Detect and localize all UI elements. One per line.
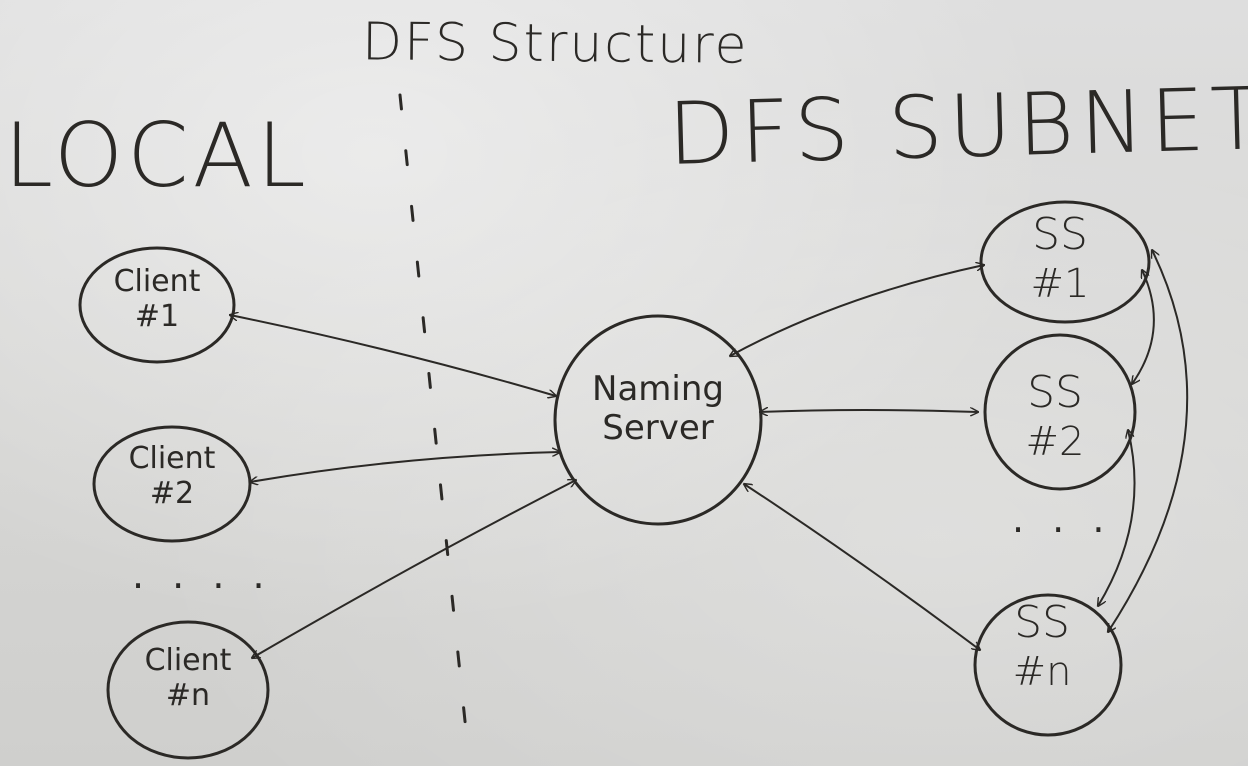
ss-1-label: SS #1 xyxy=(1000,209,1120,307)
naming-server-label: Naming Server xyxy=(568,369,748,449)
client-n-number: #n xyxy=(165,677,211,713)
arrow-naming-server-ss2 xyxy=(760,410,978,412)
arrow-client2-naming-server xyxy=(250,452,560,482)
client-n-node xyxy=(106,620,270,760)
ss-n-node xyxy=(973,593,1123,737)
ss-2-name: SS xyxy=(1027,367,1083,418)
arrow-clientn-naming-server xyxy=(252,480,576,658)
ss-1-number: #1 xyxy=(1030,260,1090,307)
ss-n-name: SS xyxy=(1014,597,1070,648)
client-n-label: Client #n xyxy=(128,643,248,713)
ss-2-number: #2 xyxy=(1025,418,1085,465)
client-2-number: #2 xyxy=(149,475,195,511)
local-region-label: LOCAL xyxy=(4,104,310,207)
naming-server-line2: Server xyxy=(602,408,714,449)
ss-1-name: SS xyxy=(1032,209,1088,260)
local-dfs-boundary xyxy=(398,93,470,752)
ss-n-number: #n xyxy=(1012,648,1072,695)
more-storage-servers-ellipsis: . . . xyxy=(1012,497,1113,541)
client-1-number: #1 xyxy=(134,298,180,334)
arrow-client1-naming-server xyxy=(230,315,556,396)
diagram-title: DFS Structure xyxy=(361,12,749,76)
client-1-label: Client #1 xyxy=(97,264,217,334)
client-2-label: Client #2 xyxy=(112,441,232,511)
naming-server-line1: Naming xyxy=(592,369,724,409)
arrow-naming-server-ssn xyxy=(744,484,980,650)
ss-2-label: SS #2 xyxy=(995,367,1115,465)
ss-n-label: SS #n xyxy=(982,597,1102,695)
client-1-name: Client xyxy=(113,264,201,299)
dfs-subnet-region-label: DFS SUBNET xyxy=(666,69,1248,185)
client-n-name: Client xyxy=(144,643,232,678)
more-clients-ellipsis: . . . . xyxy=(132,553,273,597)
arrow-naming-server-ss1 xyxy=(730,265,984,356)
client-1-node xyxy=(78,246,236,364)
naming-server-node xyxy=(553,314,763,526)
client-2-name: Client xyxy=(128,441,216,476)
arrow-ss1-ssn xyxy=(1108,250,1189,632)
